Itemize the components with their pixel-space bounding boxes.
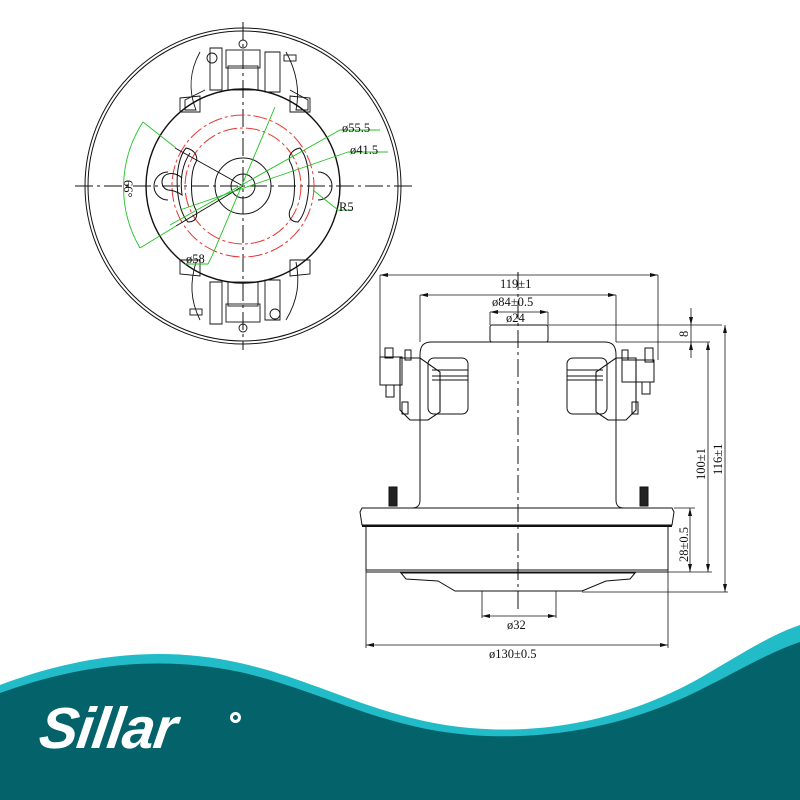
dim-base-height: 28±0.5 bbox=[677, 527, 691, 562]
dim-overall-width: 119±1 bbox=[500, 277, 531, 291]
dim-total-height: 116±1 bbox=[711, 444, 725, 475]
top-view-dimensions bbox=[123, 106, 388, 265]
brand-banner bbox=[0, 625, 800, 800]
dim-r5: R5 bbox=[339, 200, 354, 214]
dim-base-diameter: ø130±0.5 bbox=[489, 647, 537, 661]
side-view-dimensions bbox=[365, 274, 728, 648]
upper-bracket bbox=[179, 39, 311, 113]
dim-body-height: 100±1 bbox=[694, 448, 708, 480]
brand-logo: Sillar bbox=[35, 696, 181, 761]
dim-d55-5: ø55.5 bbox=[342, 121, 370, 135]
dim-shaft-diameter: ø24 bbox=[506, 311, 526, 325]
top-view bbox=[75, 22, 412, 350]
arrowheads bbox=[366, 273, 727, 647]
dim-d41-5: ø41.5 bbox=[350, 143, 378, 157]
dim-d58: ø58 bbox=[186, 252, 205, 266]
side-view bbox=[359, 272, 675, 612]
dim-shaft-height: 8 bbox=[677, 331, 691, 337]
brand-registered-mark-icon bbox=[230, 712, 241, 723]
dim-outlet-diameter: ø32 bbox=[507, 618, 526, 632]
dim-housing-diameter: ø84±0.5 bbox=[492, 295, 533, 309]
dim-angle: 66° bbox=[121, 180, 135, 198]
